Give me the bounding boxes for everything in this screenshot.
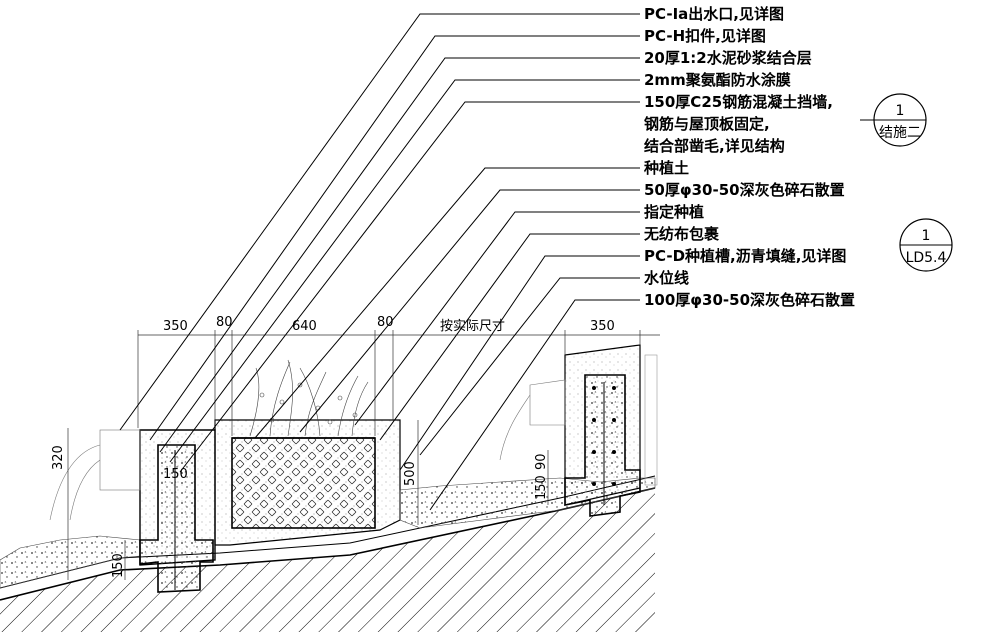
left-retaining-wall (139, 429, 216, 593)
right-retaining-wall (564, 344, 658, 517)
dim-right-500: 500 (403, 461, 418, 486)
detail-bubble-ld: 1 LD5.4 (899, 218, 953, 272)
callout-fastener: PC-H扣件,见详图 (644, 27, 766, 45)
callout-gravel-100: 100厚φ30-50深灰色碎石散置 (644, 291, 855, 309)
bubble-ld-top: 1 (922, 228, 931, 244)
dim-top-actual: 按实际尺寸 (440, 319, 505, 334)
dim-inner-150: 150 (163, 467, 188, 482)
bubble-ld-bottom: LD5.4 (906, 250, 947, 266)
callout-wall-1: 150厚C25钢筋混凝土挡墙, (644, 93, 833, 111)
dim-left-150: 150 (111, 553, 126, 578)
callout-membrane: 2mm聚氨酯防水涂膜 (644, 71, 791, 89)
dim-right-150: 150 (534, 475, 549, 500)
callout-waterline: 水位线 (644, 269, 689, 287)
dim-top-350: 350 (163, 319, 188, 334)
bubble-structure-top: 1 (896, 103, 905, 119)
dimension-lines (67, 330, 660, 580)
dim-left-320: 320 (51, 445, 66, 470)
outlet-pipe (49, 379, 566, 521)
callout-planter: PC-D种植槽,沥青填缝,见详图 (644, 247, 846, 265)
dim-top-640: 640 (292, 319, 317, 334)
callout-outlet: PC-Ia出水口,见详图 (644, 5, 784, 23)
dim-top-350b: 350 (590, 319, 615, 334)
dim-top-80b: 80 (377, 315, 394, 330)
bubble-structure-bottom: 结施二 (879, 125, 921, 141)
leader-lines (119, 13, 640, 511)
callout-geotextile: 无纺布包裹 (643, 225, 720, 243)
callout-soil: 种植土 (643, 159, 689, 177)
callout-wall-2: 钢筋与屋顶板固定, (644, 115, 770, 133)
dim-right-90: 90 (534, 453, 549, 470)
callout-planting: 指定种植 (644, 203, 704, 221)
callout-mortar: 20厚1:2水泥砂浆结合层 (644, 49, 812, 67)
plants (249, 359, 369, 437)
callout-wall-3: 结合部凿毛,详见结构 (644, 137, 785, 155)
dim-top-80a: 80 (216, 315, 233, 330)
planter-box (214, 419, 401, 546)
detail-bubble-structure: 1 结施二 (860, 93, 927, 147)
callout-gravel-50: 50厚φ30-50深灰色碎石散置 (644, 181, 845, 199)
